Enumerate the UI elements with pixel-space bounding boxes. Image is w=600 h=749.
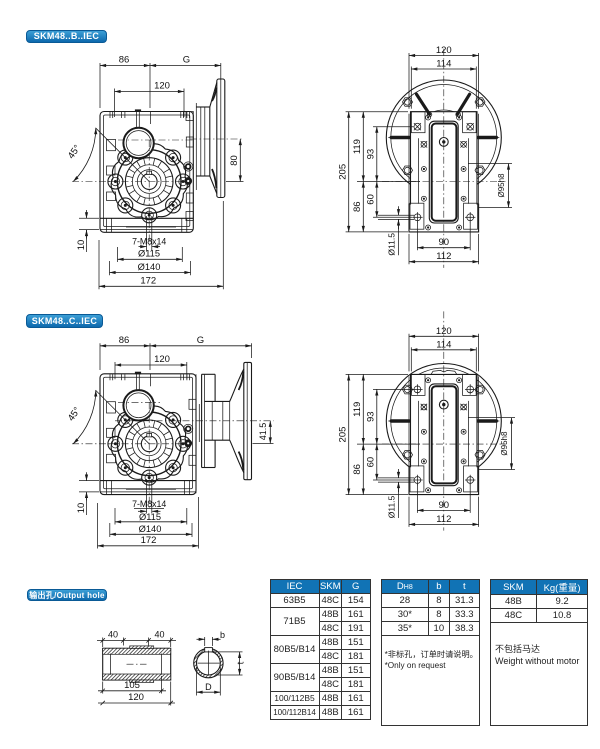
svg-text:7-M8x14: 7-M8x14 [132,499,166,509]
svg-text:205: 205 [338,164,349,180]
svg-text:Ø95h8: Ø95h8 [497,173,506,198]
svg-text:D: D [205,682,212,692]
svg-text:10: 10 [76,503,87,514]
svg-text:119: 119 [352,139,363,154]
svg-text:10: 10 [76,240,87,251]
svg-text:205: 205 [338,427,349,443]
svg-text:172: 172 [141,535,157,546]
svg-text:Ø115: Ø115 [138,249,160,259]
svg-text:Ø95h8: Ø95h8 [500,431,509,456]
svg-text:60: 60 [366,194,377,205]
svg-text:45°: 45° [66,143,83,161]
svg-text:120: 120 [436,45,452,56]
svg-text:t: t [236,661,247,664]
svg-text:Ø140: Ø140 [138,262,161,272]
svg-text:41.5: 41.5 [258,423,268,441]
svg-text:112: 112 [436,251,451,262]
svg-text:60: 60 [366,457,377,468]
svg-text:120: 120 [128,692,144,703]
svg-text:90: 90 [439,237,450,248]
svg-text:120: 120 [436,326,452,337]
svg-text:45°: 45° [66,405,83,423]
svg-text:119: 119 [352,402,363,417]
svg-text:90: 90 [439,500,450,511]
svg-text:86: 86 [352,464,363,475]
svg-text:114: 114 [436,59,451,70]
svg-text:112: 112 [436,514,451,525]
svg-text:G: G [197,335,204,346]
svg-text:40: 40 [154,630,164,640]
svg-text:93: 93 [366,149,377,160]
svg-text:93: 93 [366,411,377,422]
svg-text:120: 120 [154,81,170,92]
svg-text:7-M8x14: 7-M8x14 [132,236,166,246]
svg-text:40: 40 [108,630,118,640]
svg-text:172: 172 [140,275,156,286]
svg-text:105: 105 [124,680,140,691]
svg-text:G: G [183,55,190,66]
svg-text:Ø115: Ø115 [139,512,161,522]
svg-text:86: 86 [352,201,363,212]
svg-text:Ø140: Ø140 [139,524,162,534]
svg-text:b: b [220,630,225,640]
svg-text:Ø11.5: Ø11.5 [387,233,397,256]
svg-text:86: 86 [119,55,130,66]
svg-text:114: 114 [436,339,451,350]
svg-text:Ø11.5: Ø11.5 [387,495,397,518]
svg-text:80: 80 [229,155,240,166]
svg-text:120: 120 [154,354,170,365]
svg-text:86: 86 [119,335,130,346]
